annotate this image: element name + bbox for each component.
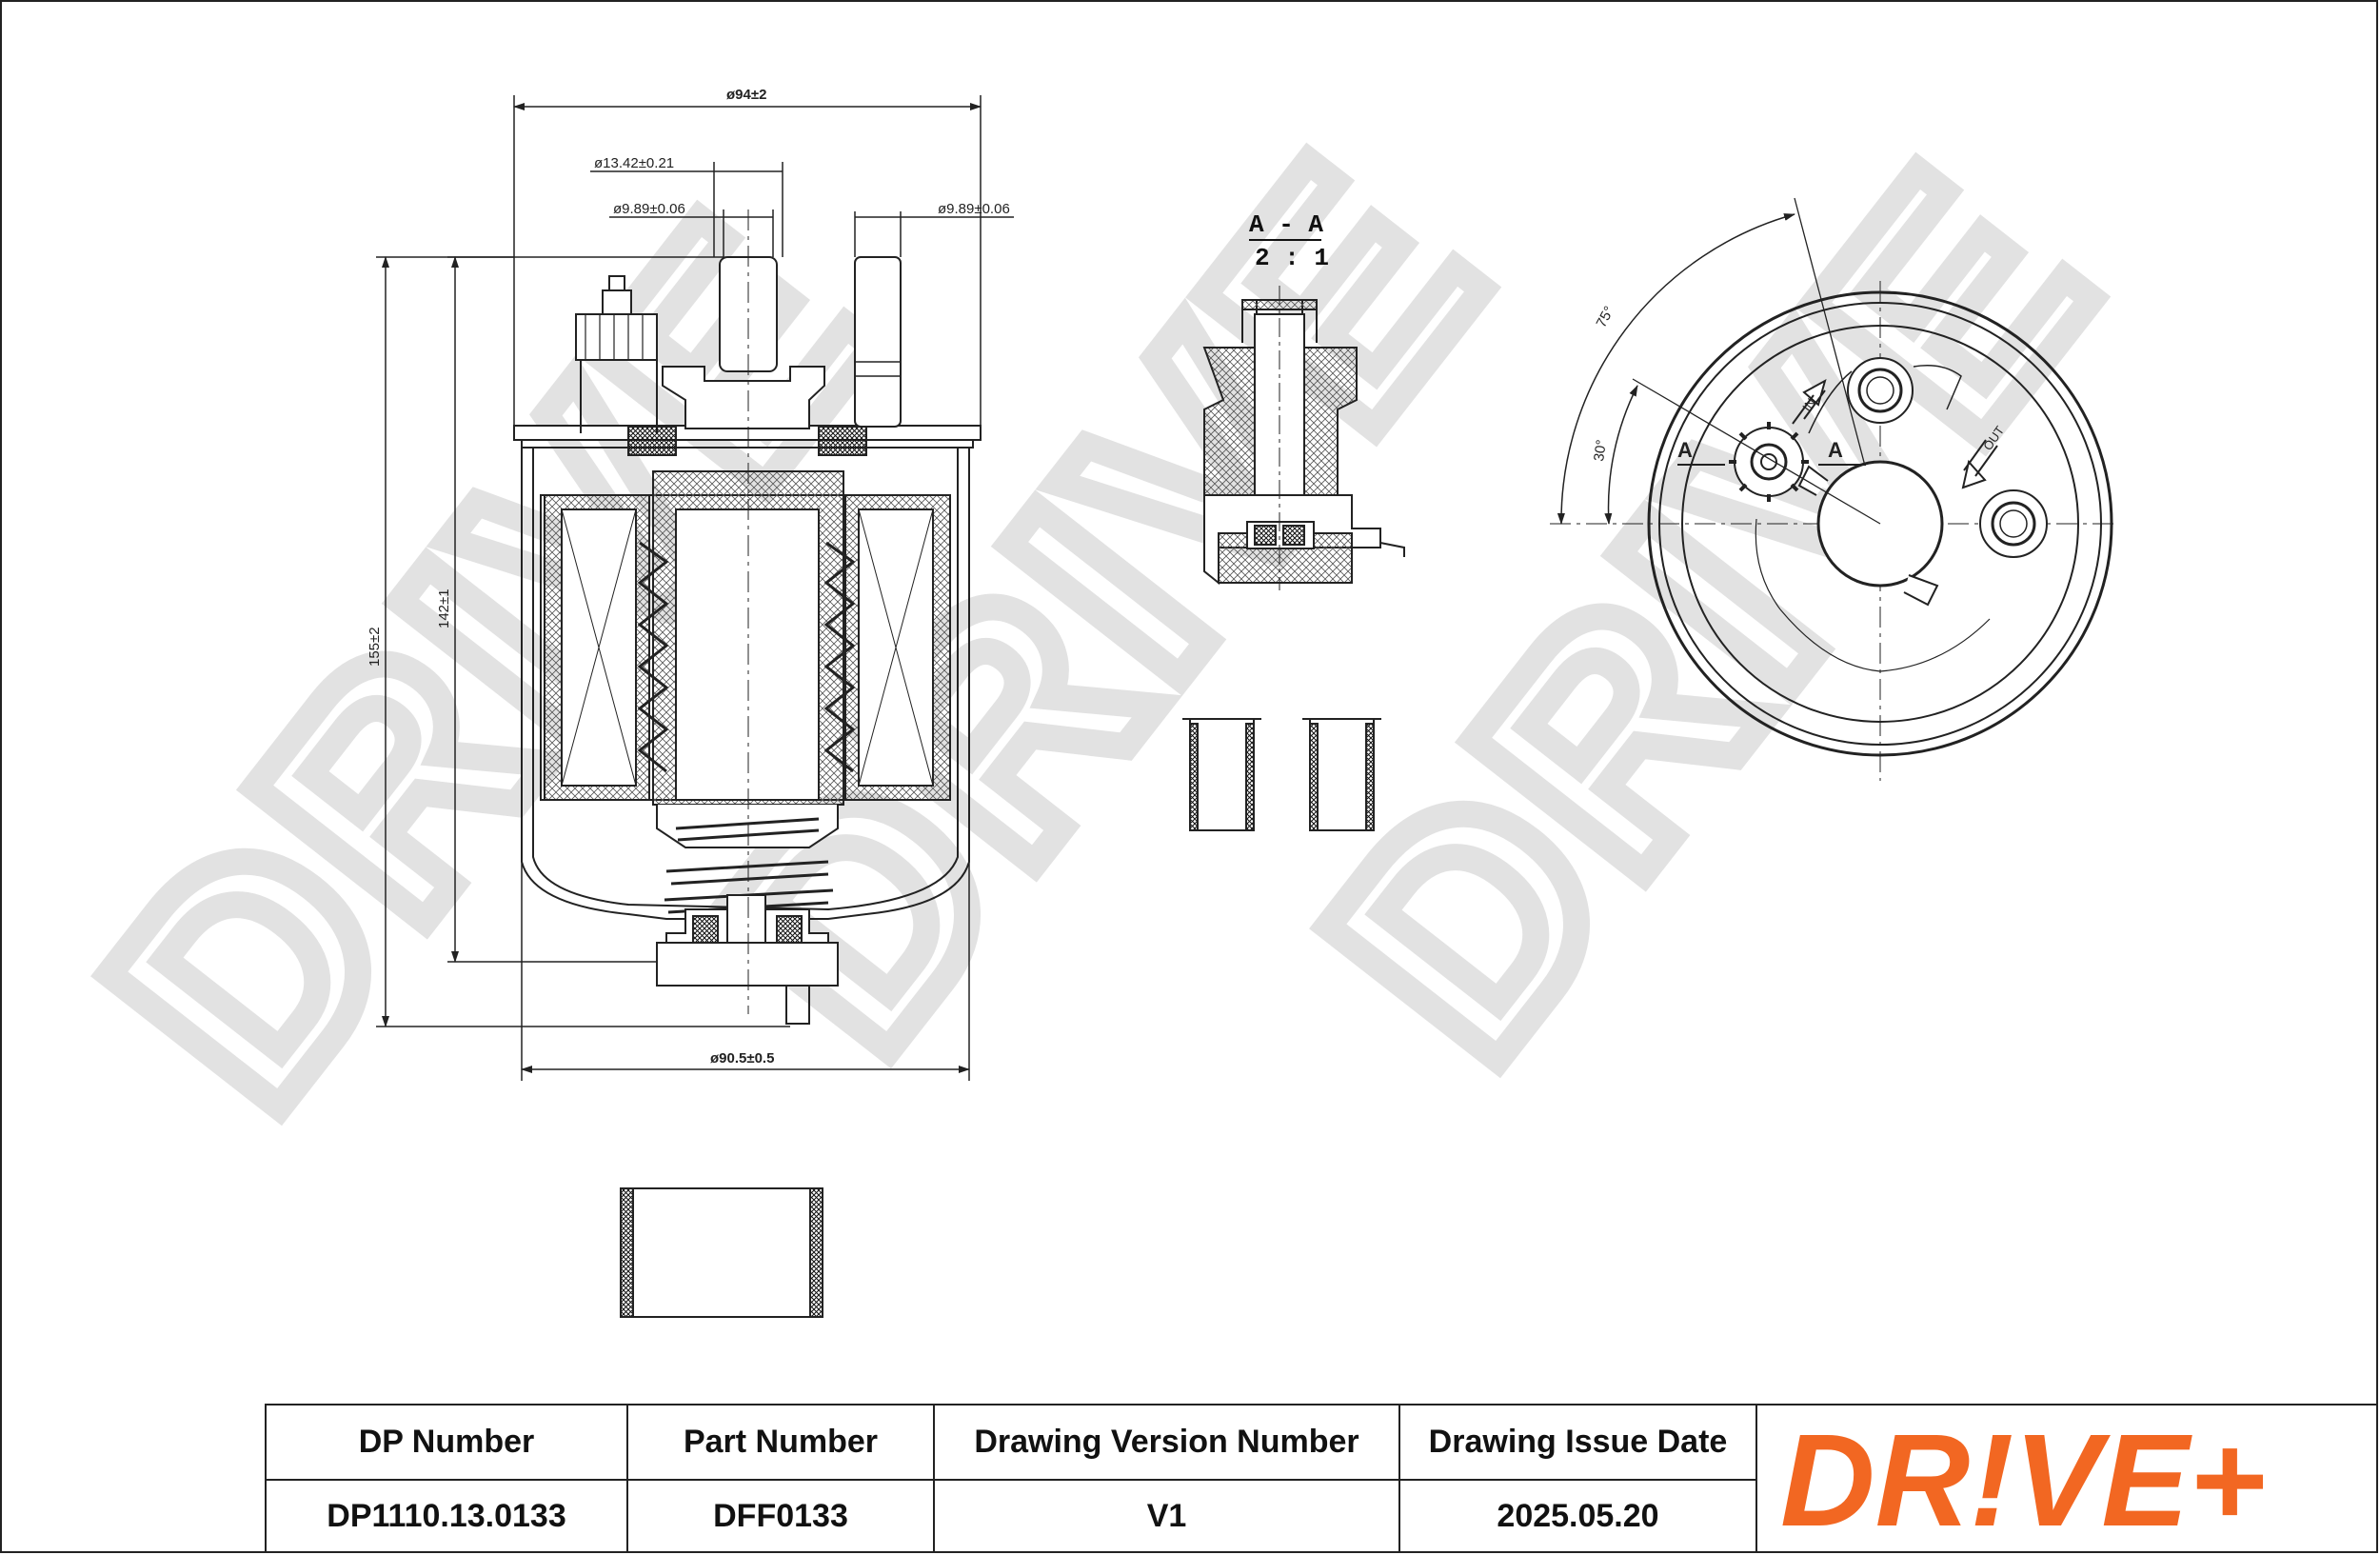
dim-bottom-diameter: ø90.5±0.5 xyxy=(710,1050,774,1067)
seal-sleeve xyxy=(620,1187,823,1318)
dim-center-port-inner-diameter: ø9.89±0.06 xyxy=(613,201,685,217)
dim-body-height: 142±1 xyxy=(436,588,452,628)
value-part-number: DFF0133 xyxy=(628,1481,935,1553)
dimension-lines xyxy=(376,95,1014,1081)
section-a-a-view xyxy=(1202,286,1405,590)
brand-logo: DR!VE+ xyxy=(1757,1405,2378,1553)
section-mark-right: A xyxy=(1828,438,1843,462)
section-mark-left: A xyxy=(1677,438,1693,462)
title-block: DP Number Part Number Drawing Version Nu… xyxy=(265,1404,2378,1553)
filter-top-view xyxy=(1550,197,2113,781)
header-drawing-version: Drawing Version Number xyxy=(935,1405,1400,1481)
angle-outer-label: 75° xyxy=(1594,304,1618,330)
watermark: DRIVE DRIVE DRIVE xyxy=(29,84,2171,1178)
dim-top-diameter: ø94±2 xyxy=(726,87,766,103)
dim-right-port-diameter: ø9.89±0.06 xyxy=(938,201,1010,217)
logo-text: DR!VE+ xyxy=(1780,1413,2266,1546)
section-title: A - A xyxy=(1249,210,1323,239)
value-drawing-version: V1 xyxy=(935,1481,1400,1553)
angle-inner-label: 30° xyxy=(1591,439,1610,463)
logo-graphic: DR!VE+ xyxy=(1780,1413,2266,1546)
dim-overall-height: 155±2 xyxy=(367,627,383,667)
filter-elevation-view xyxy=(513,209,982,1025)
header-issue-date: Drawing Issue Date xyxy=(1400,1405,1757,1481)
o-ring-sleeves xyxy=(1182,718,1381,831)
header-dp-number: DP Number xyxy=(267,1405,628,1481)
header-part-number: Part Number xyxy=(628,1405,935,1481)
section-scale: 2 : 1 xyxy=(1255,244,1329,272)
value-dp-number: DP1110.13.0133 xyxy=(267,1481,628,1553)
dim-center-port-diameter: ø13.42±0.21 xyxy=(594,155,674,171)
value-issue-date: 2025.05.20 xyxy=(1400,1481,1757,1553)
